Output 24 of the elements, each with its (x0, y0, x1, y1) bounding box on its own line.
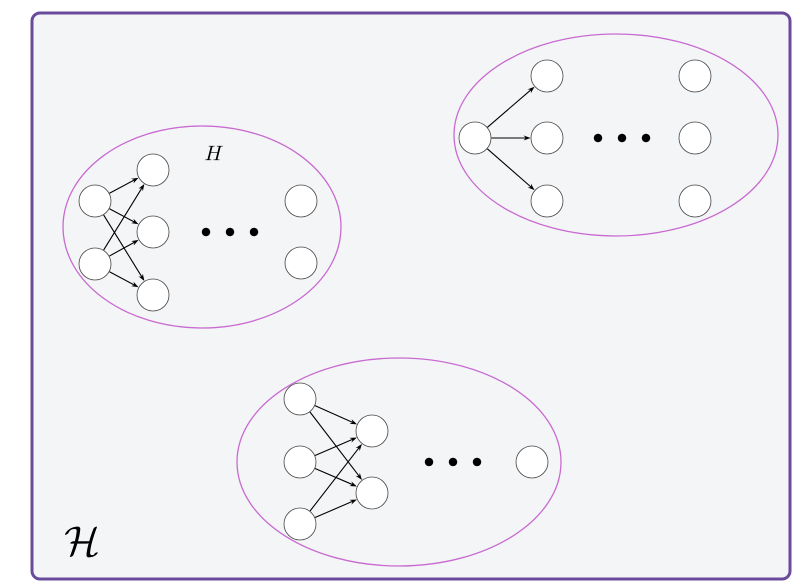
neuron-circle (284, 246, 318, 280)
neuron-circle (284, 446, 316, 478)
neuron-circle (284, 184, 318, 218)
neuron-circle (458, 122, 492, 154)
network-ellipse (453, 33, 779, 237)
neuron-circle (530, 60, 564, 92)
ellipse-label: $H$ (205, 146, 223, 160)
network-ellipse (236, 357, 562, 567)
neuron-circle (678, 122, 712, 154)
neuron-circle (284, 382, 316, 416)
neuron-circle (136, 216, 170, 248)
neuron-circle (356, 414, 388, 448)
neuron-circle (530, 122, 564, 154)
neuron-circle (678, 184, 712, 218)
neuron-circle (356, 476, 388, 510)
neuron-circle (78, 184, 112, 218)
neuron-circle (516, 446, 548, 478)
neuron-circle (78, 248, 112, 280)
neuron-circle (136, 154, 170, 186)
neuron-circle (136, 278, 170, 312)
frame-label: $\mathcal{H}$ (64, 526, 98, 558)
neuron-circle (284, 508, 316, 540)
neuron-circle (530, 184, 564, 218)
neuron-circle (678, 60, 712, 92)
